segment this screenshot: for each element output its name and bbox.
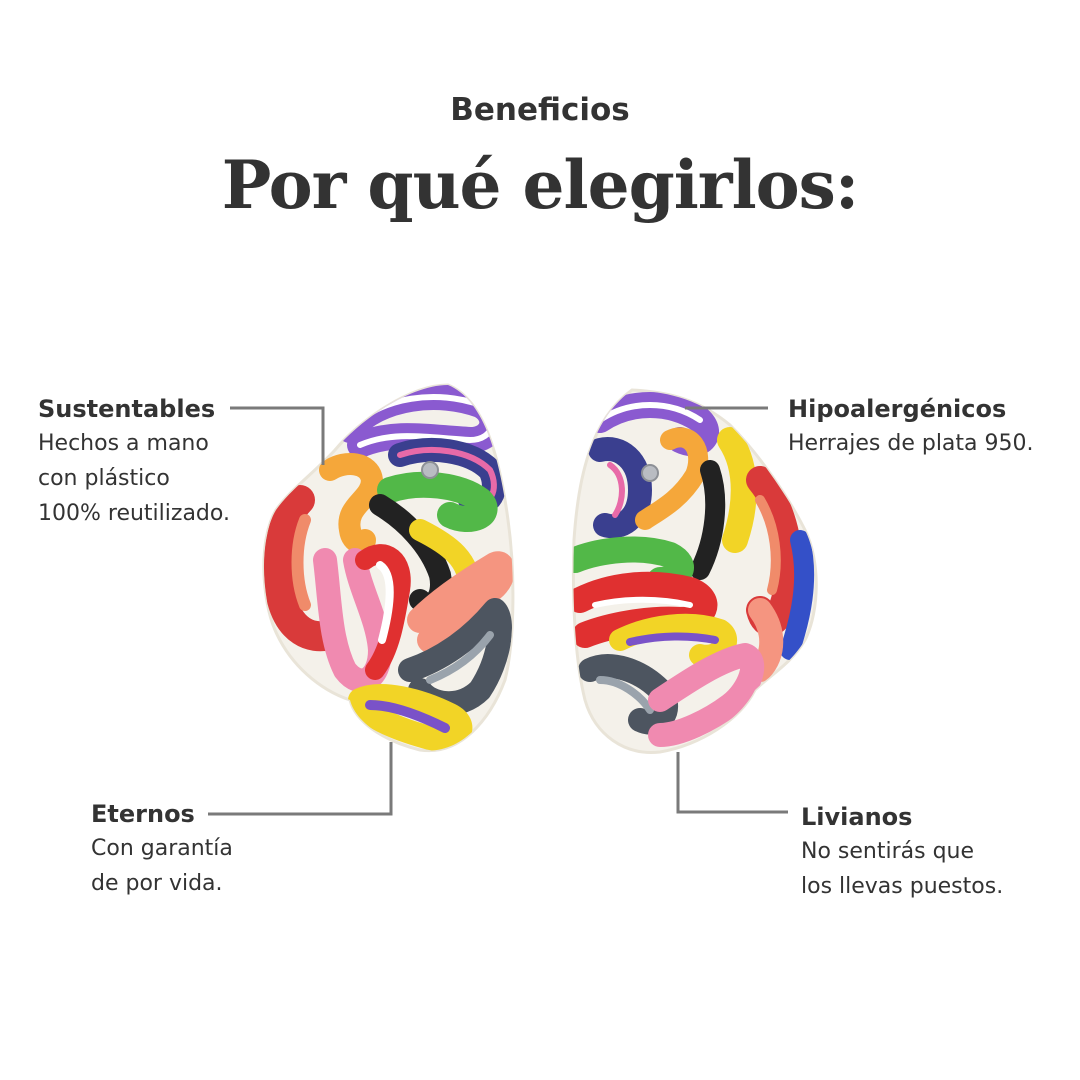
feature-name: Livianos bbox=[801, 803, 913, 831]
feature-sustentables: Sustentables Hechos a mano con plástico … bbox=[38, 392, 230, 531]
feature-description: Herrajes de plata 950. bbox=[788, 431, 1034, 456]
feature-name: Hipoalergénicos bbox=[788, 395, 1007, 423]
connector-eternos bbox=[208, 742, 393, 816]
right-earring bbox=[571, 388, 818, 754]
eyebrow-heading: Beneficios bbox=[450, 92, 630, 128]
connector-livianos bbox=[676, 752, 788, 814]
feature-description: No sentirás que los llevas puestos. bbox=[801, 839, 1004, 899]
feature-name: Eternos bbox=[91, 800, 195, 828]
feature-description: Con garantía de por vida. bbox=[91, 836, 233, 896]
page-title: Por qué elegirlos: bbox=[221, 146, 859, 224]
feature-description: Hechos a mano con plástico 100% reutiliz… bbox=[38, 431, 230, 526]
feature-eternos: Eternos Con garantía de por vida. bbox=[91, 797, 233, 901]
feature-livianos: Livianos No sentirás que los llevas pues… bbox=[801, 800, 1003, 904]
feature-hipoalergenicos: Hipoalergénicos Herrajes de plata 950. bbox=[788, 392, 1034, 461]
connector-sustentables bbox=[230, 406, 325, 465]
left-earring bbox=[262, 383, 515, 753]
feature-name: Sustentables bbox=[38, 395, 216, 423]
